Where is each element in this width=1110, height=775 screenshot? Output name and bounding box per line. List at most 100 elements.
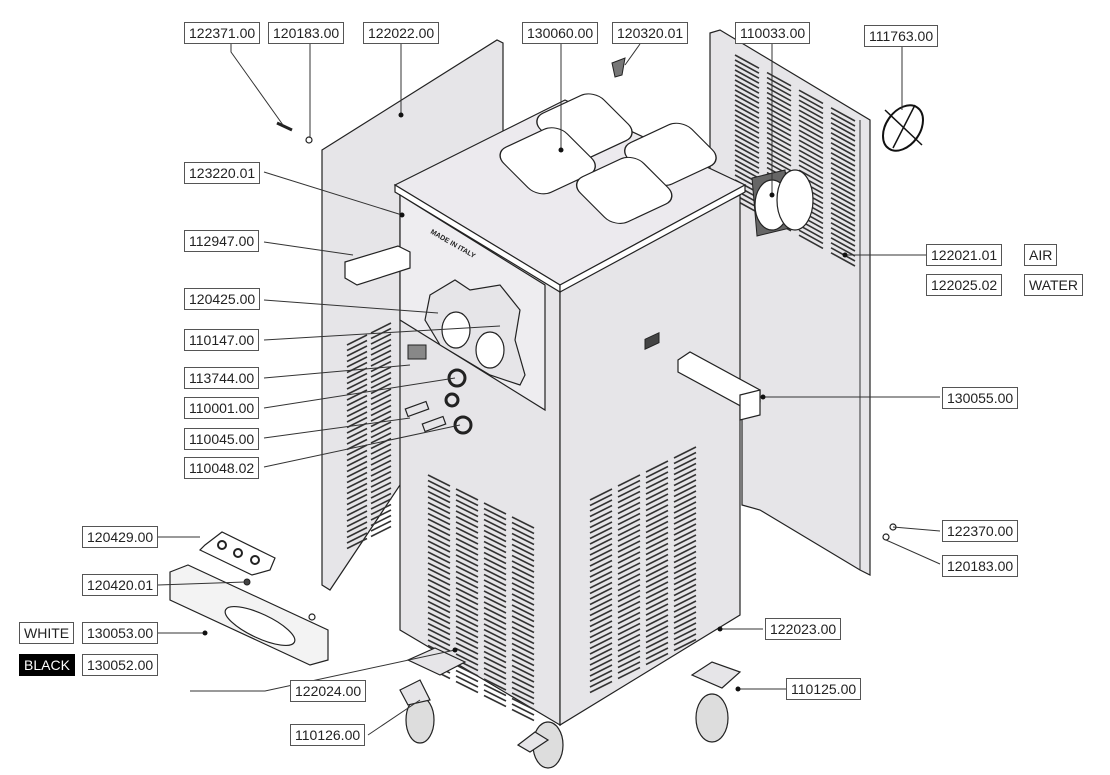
louvre-slat: [483, 535, 507, 548]
louvre-slat: [645, 619, 669, 633]
louvre-slat: [617, 529, 641, 542]
part-label-110125[interactable]: 110125.00: [786, 678, 862, 700]
part-label-112947[interactable]: 112947.00: [184, 230, 260, 252]
part-label-111763[interactable]: 111763.00: [864, 25, 939, 47]
louvre-slat: [370, 520, 392, 532]
louvre-slat: [645, 537, 669, 550]
louvre-slat: [370, 465, 392, 477]
louvre-slat: [370, 426, 392, 439]
louvre-slat: [511, 543, 535, 557]
louvre-slat: [617, 628, 641, 641]
part-label-122370[interactable]: 122370.00: [942, 520, 1019, 542]
louvre-slat: [427, 578, 451, 592]
anchor-dots: [202, 112, 848, 692]
part-label-122023[interactable]: 122023.00: [765, 618, 842, 640]
louvre-slat: [830, 207, 856, 222]
part-label-122022[interactable]: 122022.00: [363, 22, 440, 44]
louvre-slat: [589, 669, 613, 683]
louvre-slat: [511, 516, 535, 529]
louvre-slat: [766, 146, 792, 162]
louvre-slat: [645, 581, 669, 594]
louvre-slat: [766, 141, 792, 157]
part-label-130060[interactable]: 130060.00: [522, 22, 599, 44]
louvre-slat: [589, 488, 613, 501]
left-panel-grille: [346, 322, 392, 550]
louvre-slat: [734, 79, 760, 94]
louvre-slat: [673, 616, 697, 630]
louvre-slat: [455, 620, 479, 633]
louvre-slat: [645, 498, 669, 512]
louvre-slat: [370, 492, 392, 505]
part-label-122024[interactable]: 122024.00: [290, 680, 367, 702]
louvre-slat: [346, 345, 368, 357]
part-label-130052[interactable]: 130052.00: [82, 654, 159, 676]
louvre-slat: [645, 476, 669, 490]
part-label-120429[interactable]: 120429.00: [82, 526, 159, 548]
louvre-slat: [589, 543, 613, 556]
part-label-122371[interactable]: 122371.00: [184, 22, 261, 44]
louvre-slat: [673, 627, 697, 641]
louvre-slat: [346, 521, 368, 533]
part-label-123220[interactable]: 123220.01: [184, 162, 261, 184]
louvre-slat: [830, 152, 856, 167]
louvre-slat: [798, 164, 824, 180]
louvre-slat: [589, 642, 613, 655]
louvre-slat: [589, 614, 613, 628]
louvre-slat: [589, 653, 613, 666]
louvre-slat: [589, 581, 613, 595]
part-label-110048[interactable]: 110048.02: [184, 457, 260, 479]
louvre-slat: [483, 502, 507, 515]
part-label-122025[interactable]: 122025.02: [926, 274, 1003, 296]
louvre-slat: [673, 561, 697, 575]
part-label-120320[interactable]: 120320.01: [612, 22, 689, 44]
louvre-slat: [346, 477, 368, 489]
louvre-slat: [346, 433, 368, 445]
louvre-slat: [766, 76, 792, 92]
louvre-slat: [830, 172, 856, 187]
louvre-slat: [589, 625, 613, 639]
part-label-130053[interactable]: 130053.00: [82, 622, 159, 644]
louvre-slat: [346, 411, 368, 423]
louvre-slat: [370, 470, 392, 483]
part-label-113744[interactable]: 113744.00: [184, 367, 260, 389]
louvre-slat: [511, 648, 535, 661]
louvre-slat: [483, 507, 507, 521]
louvre-slat: [617, 600, 641, 614]
louvre-slat: [483, 650, 507, 664]
variant-label-air: AIR: [1024, 244, 1058, 266]
part-label-110033[interactable]: 110033.00: [735, 22, 811, 44]
part-label-120420[interactable]: 120420.01: [82, 574, 159, 596]
part-label-122021[interactable]: 122021.01: [926, 244, 1003, 266]
louvre-slat: [511, 686, 535, 700]
part-label-110126[interactable]: 110126.00: [290, 724, 366, 746]
part-label-110001[interactable]: 110001.00: [184, 397, 260, 419]
louvre-slat: [734, 64, 760, 79]
louvre-slat: [589, 532, 613, 545]
part-label-120183-bottom[interactable]: 120183.00: [942, 555, 1019, 577]
louvre-slat: [346, 427, 368, 440]
louvre-slat: [798, 229, 824, 245]
louvre-slat: [766, 151, 792, 167]
louvre-slat: [427, 584, 451, 597]
louvre-slat: [483, 656, 507, 669]
louvre-slat: [370, 432, 392, 444]
louvre-slat: [455, 592, 479, 606]
louvre-slat: [483, 601, 507, 614]
louvre-slat: [645, 603, 669, 616]
louvre-slat: [589, 493, 613, 507]
louvre-slat: [483, 518, 507, 532]
louvre-slat: [455, 669, 479, 683]
louvre-slat: [830, 127, 856, 142]
louvre-slat: [645, 608, 669, 622]
part-label-120183-top[interactable]: 120183.00: [268, 22, 345, 44]
louvre-slat: [427, 617, 451, 630]
part-label-120425[interactable]: 120425.00: [184, 288, 261, 310]
louvre-slat: [645, 553, 669, 567]
part-label-110045[interactable]: 110045.00: [184, 428, 260, 450]
bracket: [344, 245, 411, 286]
part-label-130055[interactable]: 130055.00: [942, 387, 1019, 409]
louvre-slat: [483, 579, 507, 592]
louvre-slat: [427, 622, 451, 636]
louvre-slat: [645, 531, 669, 545]
part-label-110147[interactable]: 110147.00: [184, 329, 260, 351]
